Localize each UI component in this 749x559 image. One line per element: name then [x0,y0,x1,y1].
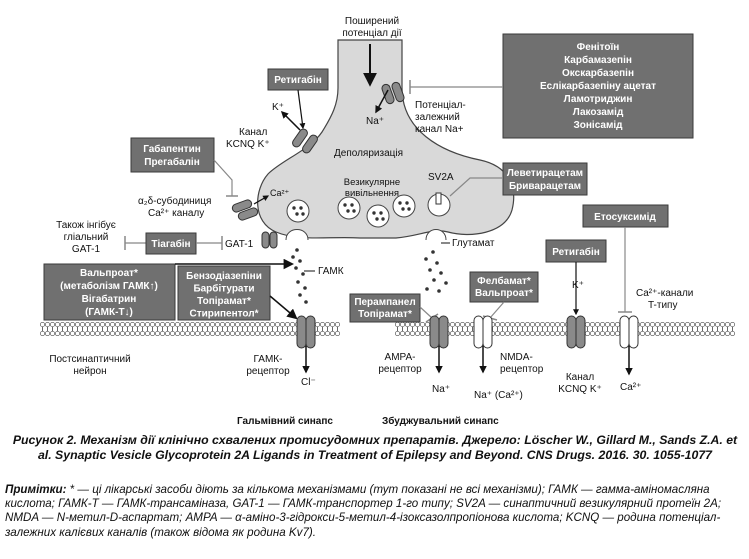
gaba-release-pocket [285,229,309,241]
notes-text: * — ці лікарські засоби діють за кільком… [5,483,722,539]
gaba-receptor [296,315,316,349]
figure-notes: Примітки: * — ці лікарські засоби діють … [5,483,745,540]
ampa-na-label: Na⁺ [432,384,450,395]
notes-lead: Примітки: [5,483,67,496]
svg-text:Ретигабін: Ретигабін [274,74,322,86]
k-plus-top-label: K⁺ [272,102,284,113]
nmda-receptor-label: NMDA-рецептор [500,352,544,375]
retigabine-post-box: Ретигабін [545,239,607,263]
levetiracetam-line [449,177,503,197]
ca-influx-arrow [253,195,270,205]
felbamate-line [489,301,505,319]
gat1-label: GAT-1 [225,239,254,250]
kcnq-channel-post [566,315,586,349]
glutamate-label: Глутамат [452,238,495,249]
tiagabine-box: Тіагабін [145,232,197,255]
nmda-na-ca-label: Na⁺ (Ca²⁺) [474,390,523,401]
ca2-label: Ca²⁺ [270,188,290,198]
glutamate-release-pocket [425,229,447,241]
svg-text:Етосуксимід: Етосуксимід [594,212,656,223]
gaba-receptor-label: ГАМК-рецептор [246,354,290,377]
valproate-box: Вальпроат*(метаболізм ГАМК↑)Вігабатрин(Г… [43,263,176,321]
gaba-molecules [291,248,308,304]
t-type-channel [619,315,639,349]
svg-text:Фелбамат*Вальпроат*: Фелбамат*Вальпроат* [475,275,533,299]
glutamate-molecules [424,250,448,293]
svg-text:Вальпроат*(метаболізм ГАМК↑)Ві: Вальпроат*(метаболізм ГАМК↑)Вігабатрин(Г… [60,268,158,318]
ca-post-label: Ca²⁺ [620,382,641,393]
k-plus-post-label: K⁺ [572,280,584,291]
kcnq-channel-top [292,128,318,154]
vesicles [286,193,451,228]
na-channel [381,81,405,105]
cl-label: Cl⁻ [301,377,316,388]
inhib-synapse-label: Гальмівний синапс [237,416,333,427]
ca-channel [231,199,259,221]
k-efflux-arrow-top [280,110,301,131]
na-plus-label: Na⁺ [366,116,384,127]
ethosuximide-box: Етосуксимід [582,204,669,228]
presynaptic-terminal [257,39,515,239]
depolarization-label: Деполяризація [334,148,403,159]
retigabine-top-arrow [297,89,306,130]
excit-synapse-label: Збуджувальний синапс [382,415,499,427]
svg-text:Тіагабін: Тіагабін [151,238,190,250]
na-influx-arrow [375,89,389,114]
perampanel-line [419,306,433,319]
sv2a-label: SV2A [428,172,454,183]
retigabine-top-box: Ретигабін [267,68,329,91]
ampa-receptor-label: AMPA-рецептор [378,352,422,375]
sv2a-protein [435,192,442,205]
figure-caption: Рисунок 2. Механізм дії клінічно схвален… [12,433,738,462]
felbamate-box: Фелбамат*Вальпроат* [469,271,539,303]
benzo-arrow [269,295,298,320]
gat1-transporter [261,231,278,249]
postsynaptic-membrane-left [40,322,340,336]
svg-text:Ретигабін: Ретигабін [552,246,600,258]
gaba-label: ГАМК [318,266,344,277]
vesicle-contents [292,201,411,221]
nmda-receptor [473,315,493,349]
gabapentin-inhibit-line [213,159,233,196]
ampa-receptor [429,315,449,349]
